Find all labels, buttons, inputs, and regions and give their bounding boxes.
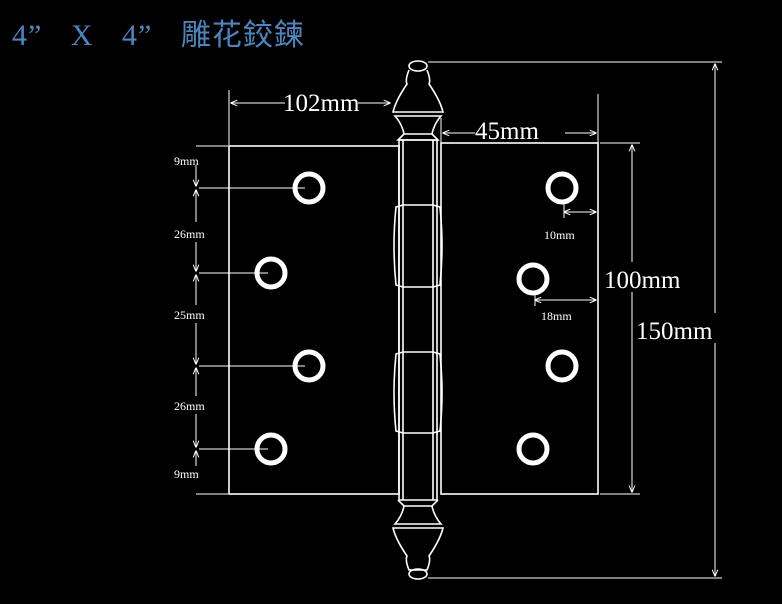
label-spacing-3: 26mm [174,399,205,413]
label-45mm: 45mm [475,118,539,145]
title-size-b: 4” [122,19,153,52]
right-leaf-holes [516,171,579,466]
label-spacing-bottom: 9mm [174,467,199,481]
label-102mm: 102mm [283,90,360,117]
hinge-barrel [393,139,443,501]
title-product-name: 雕花鉸鍊 [180,19,305,52]
left-leaf-holes [254,171,326,466]
screw-hole [545,171,579,205]
label-10mm: 10mm [544,228,575,242]
top-finial [391,60,445,141]
bottom-finial [391,499,445,580]
diagram-title: 4” X 4” 雕花鉸鍊 [12,10,325,54]
left-leaf [228,145,400,495]
label-150mm: 150mm [636,318,713,345]
screw-hole [545,349,579,383]
screw-hole [516,262,550,296]
label-spacing-2: 25mm [174,308,205,322]
right-leaf [440,142,599,495]
label-18mm: 18mm [541,309,572,323]
screw-hole [516,432,550,466]
title-size-a: 4” [12,19,43,52]
label-spacing-top: 9mm [174,154,199,168]
label-100mm: 100mm [604,267,681,294]
title-x: X [70,19,94,52]
label-spacing-1: 26mm [174,227,205,241]
